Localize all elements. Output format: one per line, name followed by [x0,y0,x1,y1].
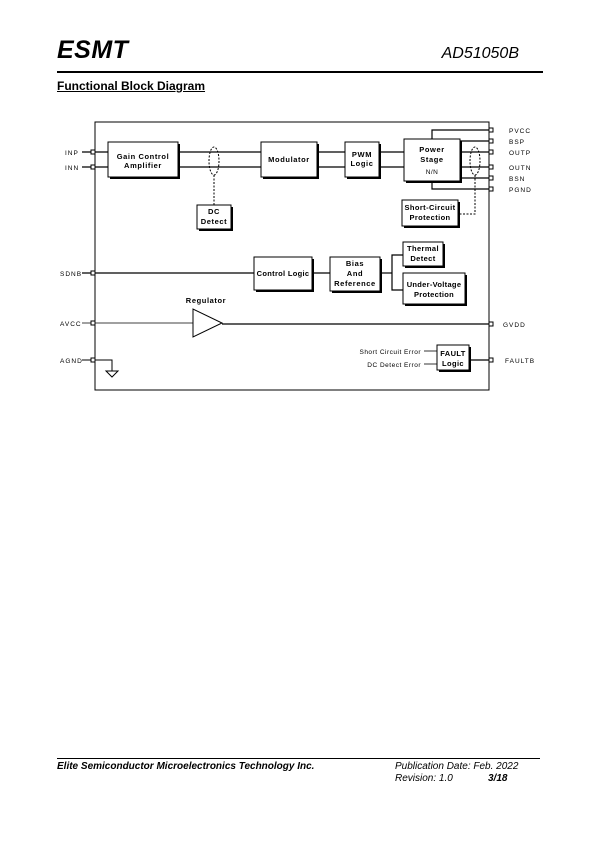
pwm-label-2: Logic [351,159,374,168]
pin-avcc-label: AVCC [60,321,82,328]
pin-pvcc-label: PVCC [509,128,531,135]
pin-outn-label: OUTN [509,165,531,172]
fault-label-2: Logic [442,359,464,368]
dc-label-1: DC [208,207,220,216]
scp-label-1: Short-Circuit [404,203,455,212]
power-label-2: Stage [420,155,443,164]
modulator-label: Modulator [268,155,310,164]
block-power-stage: Power Stage N/N [403,138,462,183]
dc-sense-loop [208,146,220,176]
pin-faultb-label: FAULTB [505,358,535,365]
fault-label-1: FAULT [440,349,466,358]
bias-label-2: And [347,269,363,278]
thermal-label-1: Thermal [407,244,439,253]
footer-page-number: 3/18 [488,773,508,784]
ground-icon [104,370,120,378]
pin-bsp-label: BSP [509,139,525,146]
bias-branch-lines [380,254,403,291]
pin-sdnb-label: SDNB [60,271,82,278]
block-gain-control: Gain Control Amplifier [107,141,180,179]
pin-gvdd-label: GVDD [503,322,526,329]
scp-label-2: Protection [409,213,450,222]
pin-inn-label: INN [65,165,79,172]
pin-bsn-label: BSN [509,176,525,183]
current-sense-loop [469,146,481,176]
section-title: Functional Block Diagram [57,79,206,93]
fault-input-lines [424,350,437,365]
chip-boundary [94,121,490,391]
block-dc-detect: DC Detect [196,204,233,231]
bias-label-1: Bias [346,259,364,268]
dc-detect-error-label: DC Detect Error [367,362,421,369]
gain-label-2: Amplifier [124,161,162,170]
block-fault-logic: FAULT Logic [436,344,471,372]
regulator-symbol [192,308,224,338]
current-sense-link [458,175,476,215]
header-rule [57,71,543,73]
footer-rule [57,758,540,759]
footer-publication-date: Publication Date: Feb. 2022 [395,761,519,772]
pin-pgnd-label: PGND [509,187,532,194]
document-id: AD51050B [441,45,519,62]
agnd-line [82,359,113,371]
block-modulator: Modulator [260,141,319,179]
footer-revision: Revision: 1.0 [395,773,453,784]
pin-outp-label: OUTP [509,150,531,157]
footer-company: Elite Semiconductor Microelectronics Tec… [57,761,315,772]
block-bias-reference: Bias And Reference [329,256,382,293]
block-control-logic: Control Logic [253,256,314,292]
pwm-label-1: PWM [352,150,372,159]
block-pwm-logic: PWM Logic [344,141,381,179]
right-pin-markers [488,127,494,363]
block-thermal-detect: Thermal Detect [402,241,445,268]
power-label-1: Power [419,145,445,154]
left-pin-markers [90,149,96,363]
company-logo: ESMT [57,36,129,64]
pin-agnd-label: AGND [60,358,83,365]
dc-label-2: Detect [201,217,228,226]
uvp-label-2: Protection [414,290,454,299]
thermal-label-2: Detect [410,254,435,263]
gain-label-1: Gain Control [117,152,170,161]
block-under-voltage-protection: Under-Voltage Protection [402,272,467,306]
block-short-circuit-protection: Short-Circuit Protection [401,199,460,228]
regulator-label: Regulator [186,296,226,305]
short-circuit-error-label: Short Circuit Error [359,349,421,356]
power-stage-outputs [431,129,491,190]
power-label-3: N/N [426,169,438,176]
control-label: Control Logic [257,269,310,278]
bias-label-3: Reference [334,279,376,288]
pin-inp-label: INP [65,150,79,157]
uvp-label-1: Under-Voltage [407,280,462,289]
